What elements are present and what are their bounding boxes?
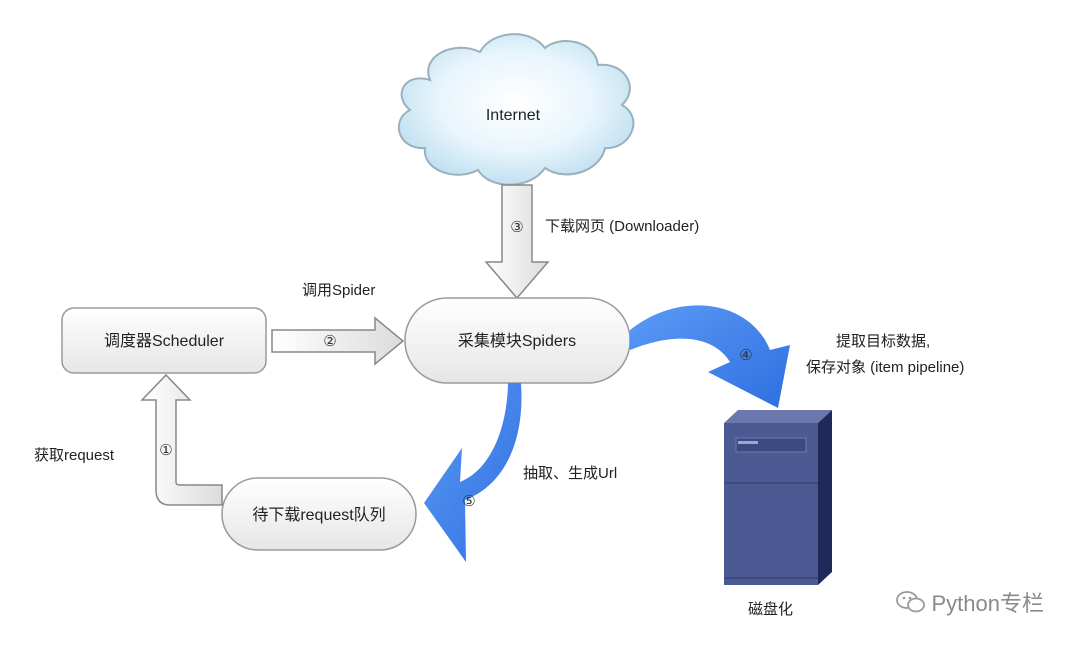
internet-label: Internet <box>486 107 541 124</box>
watermark: Python专栏 <box>895 586 1045 620</box>
request-queue-label: 待下载request队列 <box>252 506 385 524</box>
spiders-node: 采集模块Spiders <box>404 297 631 384</box>
call-spider-arrow: ② <box>271 316 405 366</box>
get-request-arrow: ① <box>140 373 223 506</box>
step-1-number: ① <box>159 441 172 459</box>
request-queue-node: 待下载request队列 <box>221 477 417 551</box>
step-4-label-line2: 保存对象 (item pipeline) <box>806 359 965 376</box>
step-1-label: 获取request <box>34 447 115 464</box>
scheduler-label: 调度器Scheduler <box>104 332 225 350</box>
download-arrow: ③ <box>484 184 550 300</box>
pipeline-arrow: ④ <box>630 305 790 408</box>
step-2-number: ② <box>323 332 336 350</box>
step-4-label-line1: 提取目标数据, <box>836 333 931 350</box>
step-3-label: 下载网页 (Downloader) <box>545 218 700 235</box>
step-3-number: ③ <box>510 218 523 236</box>
disk-label: 磁盘化 <box>748 601 794 618</box>
watermark-text: Python专栏 <box>931 590 1045 616</box>
internet-cloud: Internet <box>398 33 635 186</box>
extract-url-arrow: ⑤ <box>424 383 522 562</box>
step-4-number: ④ <box>739 346 752 364</box>
wechat-icon <box>895 590 926 620</box>
step-2-label: 调用Spider <box>302 282 376 299</box>
step-5-label: 抽取、生成Url <box>523 465 618 482</box>
step-5-number: ⑤ <box>462 492 475 510</box>
scheduler-node: 调度器Scheduler <box>61 307 267 374</box>
spiders-label: 采集模块Spiders <box>458 332 576 350</box>
server-icon <box>724 410 832 585</box>
